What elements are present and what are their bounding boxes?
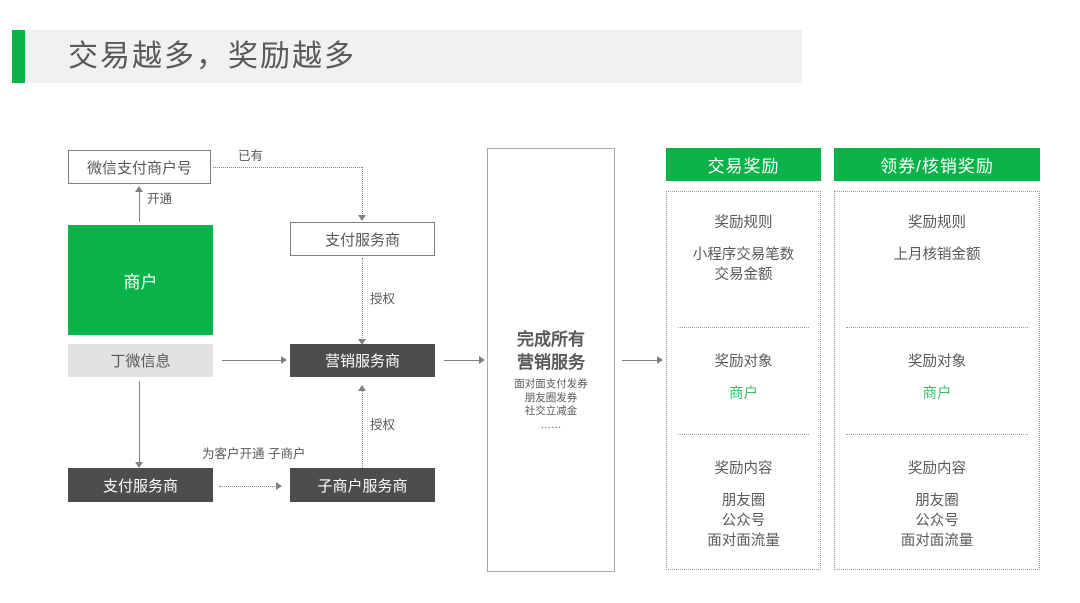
node-label: 商户 bbox=[123, 272, 158, 292]
reward-separator bbox=[678, 327, 809, 328]
reward-header-label: 交易奖励 bbox=[707, 157, 780, 176]
edge-label-open: 开通 bbox=[147, 192, 173, 206]
reward-section-body: 商户 bbox=[729, 386, 758, 402]
reward-section-body: 朋友圈 公众号 面对面流量 bbox=[707, 493, 780, 549]
reward-section-target-coupon: 奖励对象 商户 bbox=[834, 352, 1040, 404]
node-label: 支付服务商 bbox=[324, 231, 400, 249]
reward-separator bbox=[846, 327, 1028, 328]
center-panel-items: 面对面支付发券 朋友圈发券 社交立减金 …… bbox=[514, 378, 588, 431]
reward-panel-coupon bbox=[834, 191, 1040, 570]
reward-section-title: 奖励对象 bbox=[908, 354, 966, 370]
header-band bbox=[12, 30, 802, 83]
connector-sub-merchant-arrowhead bbox=[276, 482, 282, 490]
connector-open-arrowhead bbox=[135, 186, 143, 192]
reward-header-transaction[interactable]: 交易奖励 bbox=[666, 148, 821, 181]
connector-existing-arrowhead bbox=[358, 215, 366, 221]
reward-section-title: 奖励规则 bbox=[714, 215, 773, 231]
connector-dingwei-payment-line bbox=[139, 381, 140, 463]
connector-center-rewards-arrowhead bbox=[657, 356, 663, 364]
reward-section-title: 奖励对象 bbox=[714, 354, 773, 370]
connector-authorize-top-arrowhead bbox=[358, 339, 366, 345]
node-label: 丁微信息 bbox=[110, 353, 171, 370]
reward-section-content-coupon: 奖励内容 朋友圈 公众号 面对面流量 bbox=[834, 459, 1040, 551]
node-label: 微信支付商户号 bbox=[86, 159, 192, 177]
connector-authorize-bottom-arrowhead bbox=[358, 385, 366, 391]
edge-label-existing: 已有 bbox=[238, 149, 264, 163]
connector-existing-v bbox=[362, 167, 363, 216]
connector-authorize-top-line bbox=[362, 258, 363, 340]
reward-header-coupon[interactable]: 领券/核销奖励 bbox=[834, 148, 1040, 181]
reward-section-target-transaction: 奖励对象 商户 bbox=[666, 352, 821, 404]
reward-section-body: 朋友圈 公众号 面对面流量 bbox=[900, 493, 974, 549]
node-merchant[interactable]: 商户 bbox=[68, 225, 213, 335]
connector-marketing-center-arrowhead bbox=[479, 356, 485, 364]
reward-section-rule-transaction: 奖励规则 小程序交易笔数 交易金额 bbox=[666, 213, 821, 285]
connector-existing-h bbox=[213, 167, 362, 168]
page-title: 交易越多，奖励越多 bbox=[68, 40, 356, 73]
connector-authorize-bottom-line bbox=[362, 390, 363, 468]
edge-label-authorize-bottom: 授权 bbox=[370, 418, 396, 432]
reward-section-body: 小程序交易笔数 交易金额 bbox=[692, 247, 795, 283]
reward-separator bbox=[846, 434, 1028, 435]
reward-section-rule-coupon: 奖励规则 上月核销金额 bbox=[834, 213, 1040, 265]
node-label: 支付服务商 bbox=[102, 477, 178, 495]
node-payment-provider-top[interactable]: 支付服务商 bbox=[290, 222, 435, 256]
reward-section-title: 奖励规则 bbox=[908, 215, 966, 231]
connector-marketing-center-line bbox=[444, 360, 480, 361]
node-label: 营销服务商 bbox=[324, 353, 400, 370]
connector-sub-merchant-line bbox=[219, 486, 277, 487]
center-panel bbox=[487, 148, 615, 572]
node-sub-merchant-provider[interactable]: 子商户服务商 bbox=[290, 468, 435, 502]
reward-separator bbox=[678, 434, 809, 435]
node-wechat-merchant-id[interactable]: 微信支付商户号 bbox=[68, 150, 211, 184]
connector-dingwei-payment-arrowhead bbox=[135, 462, 143, 468]
edge-label-authorize-top: 授权 bbox=[370, 292, 396, 306]
header-accent-bar bbox=[12, 30, 25, 83]
connector-dingwei-marketing-line bbox=[222, 360, 282, 361]
node-label: 子商户服务商 bbox=[317, 477, 408, 495]
node-payment-provider-bottom[interactable]: 支付服务商 bbox=[68, 468, 213, 502]
reward-header-label: 领券/核销奖励 bbox=[880, 157, 994, 176]
reward-section-title: 奖励内容 bbox=[908, 461, 966, 477]
reward-section-content-transaction: 奖励内容 朋友圈 公众号 面对面流量 bbox=[666, 459, 821, 551]
connector-open-line bbox=[139, 190, 140, 222]
node-dingwei-info[interactable]: 丁微信息 bbox=[68, 344, 213, 377]
edge-label-open-sub-merchant: 为客户开通 子商户 bbox=[202, 447, 306, 461]
reward-section-title: 奖励内容 bbox=[714, 461, 773, 477]
center-panel-title: 完成所有 营销服务 bbox=[517, 330, 585, 372]
node-marketing-provider[interactable]: 营销服务商 bbox=[290, 344, 435, 377]
reward-section-body: 商户 bbox=[922, 386, 952, 402]
connector-center-rewards-line bbox=[622, 360, 658, 361]
reward-section-body: 上月核销金额 bbox=[893, 247, 981, 263]
connector-dingwei-marketing-arrowhead bbox=[281, 356, 287, 364]
reward-panel-transaction bbox=[666, 191, 821, 570]
